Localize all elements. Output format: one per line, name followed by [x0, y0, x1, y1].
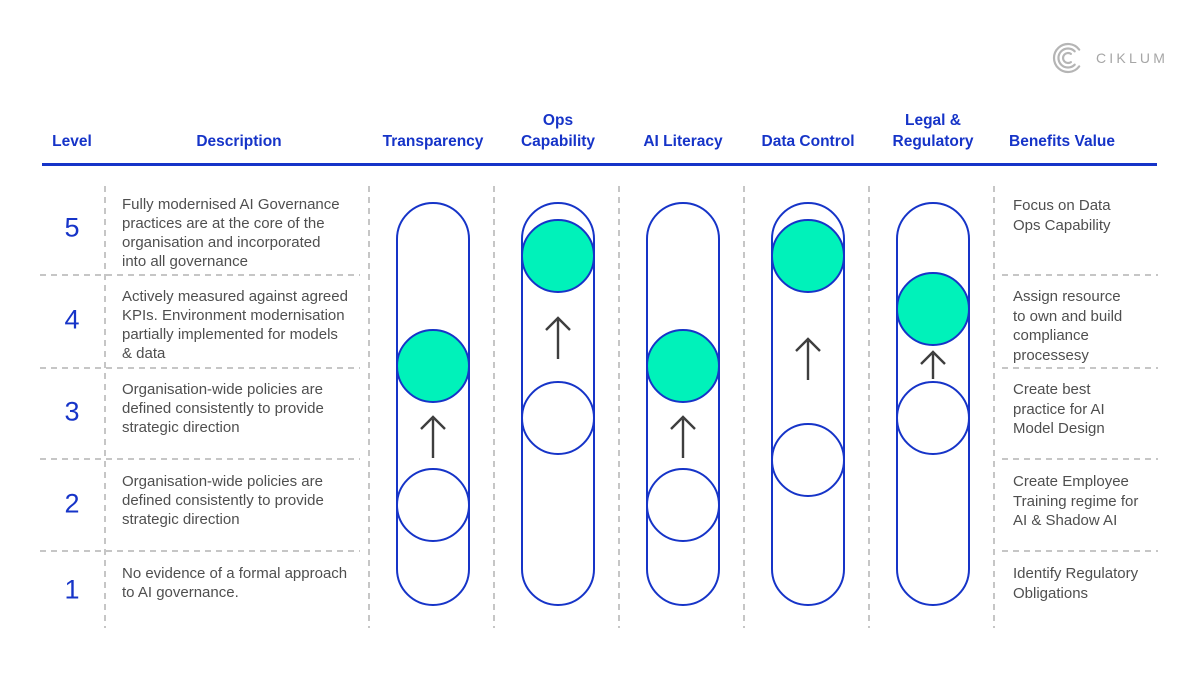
level-number-4: 4	[64, 304, 80, 335]
maturity-capsule	[396, 202, 470, 606]
current-level-dot	[771, 423, 845, 497]
level-number-5: 5	[64, 212, 80, 243]
divider-vertical	[743, 186, 745, 628]
benefit-level-2: Create Employee Training regime for AI &…	[1013, 473, 1139, 529]
description-level-1: No evidence of a formal approach to AI g…	[122, 565, 348, 601]
level-number-3: 3	[64, 396, 80, 427]
benefit-level-4: Assign resource to own and build complia…	[1013, 288, 1123, 364]
divider-horizontal	[40, 274, 360, 276]
target-level-dot	[771, 219, 845, 293]
column-header-ops-capability: Ops Capability	[520, 112, 596, 150]
up-arrow-icon	[920, 349, 946, 379]
column-header-benefits-value: Benefits Value	[1009, 133, 1115, 150]
divider-vertical	[618, 186, 620, 628]
column-header-level: Level	[52, 133, 92, 150]
column-header-transparency: Transparency	[382, 133, 484, 150]
level-number-1: 1	[64, 574, 80, 605]
target-level-dot	[646, 329, 720, 403]
current-level-dot	[521, 381, 595, 455]
column-header-data-control: Data Control	[761, 133, 855, 150]
divider-vertical	[368, 186, 370, 628]
column-header-ai-literacy: AI Literacy	[643, 133, 723, 150]
current-level-dot	[646, 468, 720, 542]
ciklum-c-icon	[1052, 42, 1081, 74]
column-header-legal-regulatory: Legal & Regulatory	[892, 112, 974, 150]
description-level-2: Organisation-wide policies are defined c…	[122, 473, 324, 528]
divider-vertical	[104, 186, 106, 628]
maturity-capsule	[896, 202, 970, 606]
description-level-4: Actively measured against agreed KPIs. E…	[122, 288, 348, 362]
target-level-dot	[896, 272, 970, 346]
divider-horizontal	[1002, 274, 1158, 276]
brand-logo: CIKLUM	[1050, 40, 1168, 76]
maturity-capsule	[521, 202, 595, 606]
benefit-level-1: Identify Regulatory Obligations	[1013, 565, 1139, 602]
divider-horizontal	[40, 458, 360, 460]
target-level-dot	[396, 329, 470, 403]
divider-horizontal	[1002, 367, 1158, 369]
current-level-dot	[896, 381, 970, 455]
level-number-2: 2	[64, 488, 80, 519]
divider-vertical	[868, 186, 870, 628]
up-arrow-icon	[420, 414, 446, 458]
divider-horizontal	[40, 367, 360, 369]
divider-vertical	[993, 186, 995, 628]
up-arrow-icon	[795, 337, 821, 380]
target-level-dot	[521, 219, 595, 293]
benefit-level-3: Create best practice for AI Model Design	[1013, 381, 1105, 437]
divider-horizontal	[1002, 550, 1158, 552]
description-level-5: Fully modernised AI Governance practices…	[122, 196, 340, 270]
divider-horizontal	[1002, 458, 1158, 460]
up-arrow-icon	[670, 414, 696, 458]
maturity-capsule	[771, 202, 845, 606]
up-arrow-icon	[545, 316, 571, 359]
maturity-capsule	[646, 202, 720, 606]
benefit-level-5: Focus on Data Ops Capability	[1013, 197, 1111, 234]
divider-vertical	[493, 186, 495, 628]
brand-name: CIKLUM	[1096, 50, 1169, 66]
header-underline	[42, 163, 1157, 166]
description-level-3: Organisation-wide policies are defined c…	[122, 381, 324, 436]
divider-horizontal	[40, 550, 360, 552]
column-header-description: Description	[196, 133, 282, 150]
current-level-dot	[396, 468, 470, 542]
